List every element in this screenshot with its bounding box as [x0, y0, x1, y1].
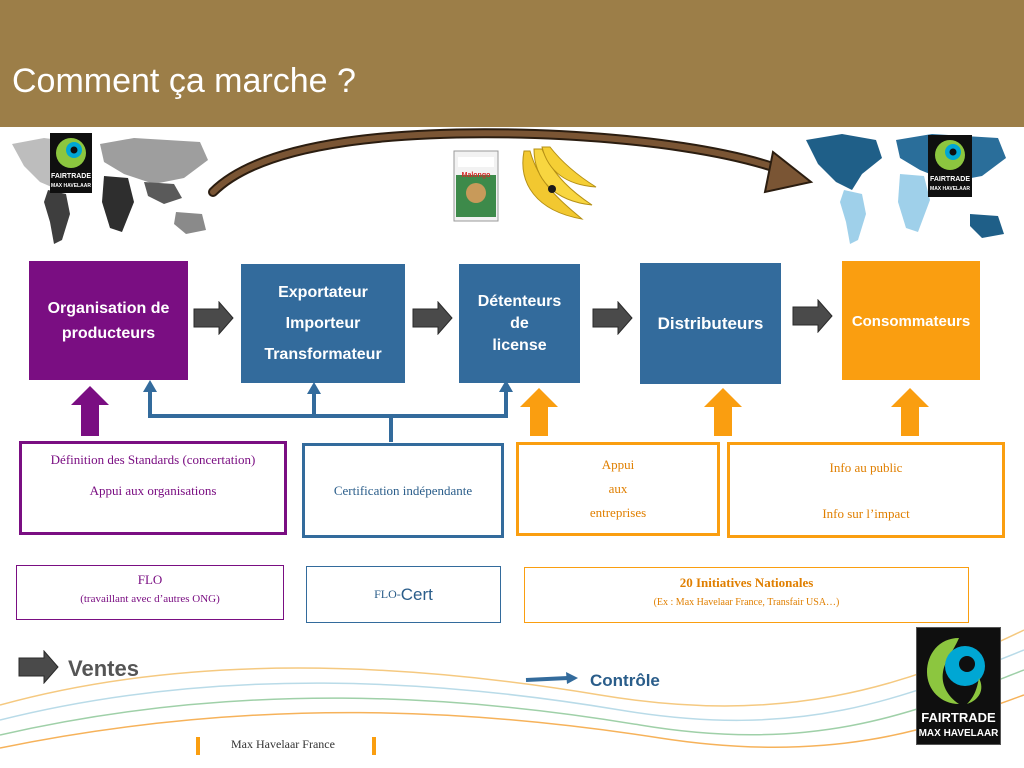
header-band [0, 0, 1024, 127]
world-map-producers [12, 138, 208, 244]
sales-arrow-1-icon [193, 301, 234, 335]
coffee-can-label: Malongo [461, 172, 491, 179]
support-up-arrow-orange-1-icon [520, 388, 558, 436]
business-line-2: aux [608, 481, 628, 496]
legend-sales-label: Ventes [68, 656, 139, 681]
sales-arrow-3-icon [592, 301, 633, 335]
fairtrade-logo-small-left: FAIRTRADE MAX HAVELAAR [50, 133, 92, 193]
background-waves [0, 629, 1024, 749]
license-line-2: de [510, 314, 529, 332]
footer-bar-right [372, 737, 376, 755]
standards-line-1: Définition des Standards (concertation) [50, 452, 256, 467]
business-line-1: Appui [601, 457, 635, 472]
logo-large-line2: MAX HAVELAAR [918, 728, 999, 739]
world-map-consumers [806, 134, 1006, 244]
public-info-box: Info au public Info sur l’impact [727, 442, 1005, 538]
legend-sales-arrow-icon [18, 650, 59, 684]
logo-line1: FAIRTRADE [50, 173, 92, 180]
coffee-can-image [453, 150, 499, 222]
initiatives-subtitle: (Ex : Max Havelaar France, Transfair USA… [653, 597, 840, 608]
producers-box: Organisation de producteurs [29, 261, 188, 380]
business-support-box: Appui aux entreprises [516, 442, 720, 536]
sales-arrow-2-icon [412, 301, 453, 335]
flocert-main: Cert [400, 584, 433, 604]
legend-control-label: Contrôle [590, 671, 660, 690]
logo-line1: FAIRTRADE [929, 176, 971, 183]
footer-text: Max Havelaar France [231, 737, 335, 751]
distributors-label: Distributeurs [657, 313, 764, 333]
bananas-image [522, 146, 597, 220]
public-line-1: Info au public [829, 460, 903, 475]
initiatives-title: 20 Initiatives Nationales [679, 575, 814, 590]
exporter-box: Exportateur Importeur Transformateur [241, 264, 405, 383]
support-up-arrow-purple-icon [71, 386, 109, 436]
public-line-2: Info sur l’impact [822, 506, 910, 521]
flo-box: FLO (travaillant avec d’autres ONG) [16, 565, 284, 620]
license-line-3: license [492, 336, 547, 354]
distributors-box: Distributeurs [640, 263, 781, 384]
consumers-label: Consommateurs [851, 313, 971, 330]
flo-subtitle: (travaillant avec d’autres ONG) [80, 593, 220, 605]
license-holders-box: Détenteurs de license [459, 264, 580, 383]
certification-box: Certification indépendante [302, 443, 504, 538]
business-line-3: entreprises [589, 505, 647, 520]
standards-line-2: Appui aux organisations [89, 483, 217, 498]
fairtrade-symbol-icon [927, 638, 985, 704]
sales-arrow-4-icon [792, 299, 833, 333]
fairtrade-symbol-icon [56, 138, 86, 168]
curved-flow-arrow [208, 128, 814, 197]
flocert-box: FLO-Cert [306, 566, 501, 623]
support-up-arrow-orange-2-icon [704, 388, 742, 436]
footer-bar-left [196, 737, 200, 755]
flocert-prefix: FLO- [374, 587, 401, 601]
logo-line2: MAX HAVELAAR [51, 183, 91, 189]
logo-line2: MAX HAVELAAR [930, 186, 970, 192]
importer-label: Importeur [285, 315, 361, 332]
certification-label: Certification indépendante [333, 482, 473, 498]
exporter-label: Exportateur [278, 284, 368, 301]
producers-label: Organisation de producteurs [47, 299, 170, 342]
transformer-label: Transformateur [264, 346, 382, 363]
legend-control-arrow-icon [525, 672, 578, 684]
license-line-1: Détenteurs [477, 292, 562, 310]
logo-large-line1: FAIRTRADE [921, 710, 996, 725]
fairtrade-symbol-icon [935, 140, 965, 170]
consumers-box: Consommateurs [842, 261, 980, 380]
flo-title: FLO [137, 572, 163, 587]
control-connectors [143, 380, 513, 442]
slide-title: Comment ça marche ? [12, 62, 356, 100]
national-initiatives-box: 20 Initiatives Nationales (Ex : Max Have… [524, 567, 969, 623]
fairtrade-logo-large: FAIRTRADE MAX HAVELAAR [916, 627, 1001, 745]
standards-box: Définition des Standards (concertation) … [19, 441, 287, 535]
support-up-arrow-orange-3-icon [891, 388, 929, 436]
fairtrade-logo-small-right: FAIRTRADE MAX HAVELAAR [928, 135, 972, 197]
